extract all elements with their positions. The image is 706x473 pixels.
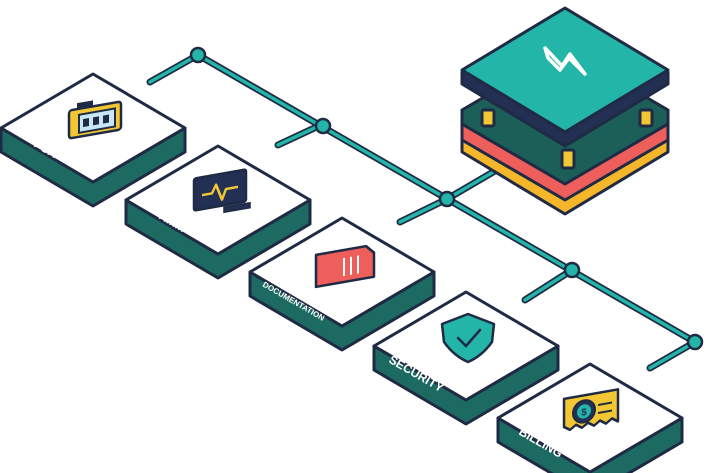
shield-check-icon xyxy=(440,312,496,364)
node-dot xyxy=(563,261,581,279)
bolt-logo-icon xyxy=(543,46,587,76)
clipboard-icon xyxy=(67,100,123,140)
module-tile-rmm: RMM xyxy=(124,144,312,280)
hub-stack xyxy=(460,6,670,216)
monitor-pulse-icon xyxy=(192,168,251,214)
node-dot xyxy=(189,46,207,64)
document-icon xyxy=(314,244,376,289)
module-tile-psa: PSA xyxy=(0,72,187,208)
module-tile-billing: $BILLING xyxy=(496,362,684,473)
node-dot xyxy=(438,190,456,208)
node-dot xyxy=(686,333,704,351)
invoice-dollar-icon: $ xyxy=(562,388,620,432)
node-dot xyxy=(314,117,332,135)
svg-text:$: $ xyxy=(581,407,587,419)
